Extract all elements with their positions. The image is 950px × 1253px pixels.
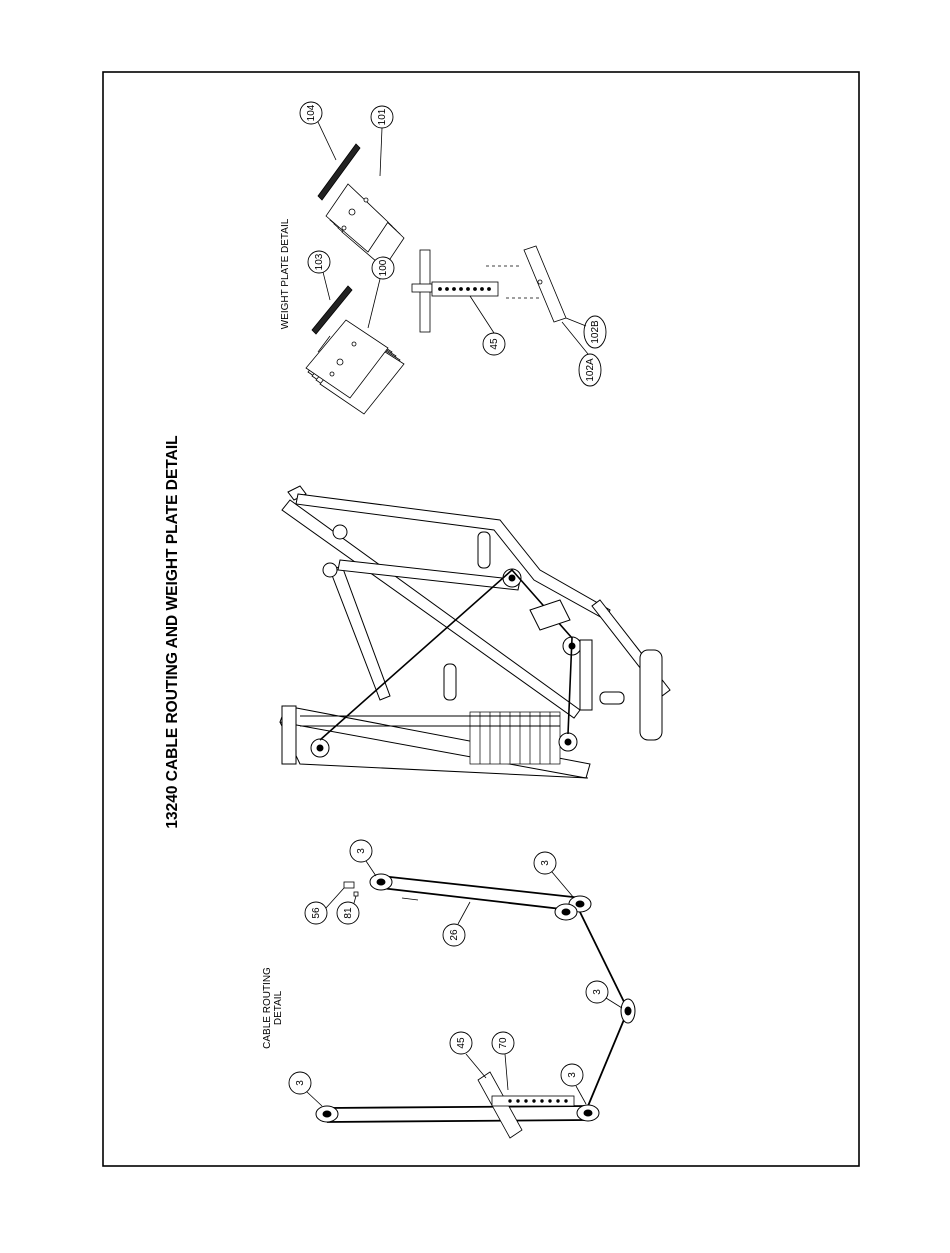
- callout-3-a: 3: [289, 1072, 322, 1106]
- callout-81: 81: [337, 896, 359, 924]
- svg-text:104: 104: [306, 104, 317, 121]
- callout-101: 101: [371, 106, 393, 176]
- callout-100: 100: [368, 257, 394, 328]
- svg-text:100: 100: [378, 259, 389, 276]
- weight-plate-detail: WEIGHT PLATE DETAIL: [280, 102, 606, 414]
- weight-plate-detail-label: WEIGHT PLATE DETAIL: [280, 218, 291, 329]
- cable-selector-stem: [478, 1072, 574, 1138]
- weight-stack-left: [306, 286, 404, 414]
- machine-illustration: [280, 486, 670, 778]
- svg-text:45: 45: [456, 1037, 467, 1049]
- svg-text:102B: 102B: [590, 320, 601, 344]
- cable-routing-label-line2: DETAIL: [273, 990, 284, 1025]
- callout-45-detail: 45: [470, 296, 505, 355]
- callout-103: 103: [308, 251, 330, 300]
- svg-text:45: 45: [489, 338, 500, 350]
- svg-text:3: 3: [592, 989, 603, 995]
- svg-text:70: 70: [498, 1037, 509, 1049]
- svg-text:26: 26: [449, 929, 460, 941]
- svg-text:56: 56: [311, 907, 322, 919]
- svg-text:102A: 102A: [585, 358, 596, 382]
- callout-102b: 102B: [566, 316, 606, 348]
- svg-text:3: 3: [540, 860, 551, 866]
- callout-104: 104: [300, 102, 336, 160]
- cable-routing-label-line1: CABLE ROUTING: [262, 967, 273, 1049]
- page-title: 13240 CABLE ROUTING AND WEIGHT PLATE DET…: [164, 435, 181, 828]
- callout-26: 26: [443, 902, 470, 946]
- svg-text:81: 81: [343, 907, 354, 919]
- cable-routing-detail: CABLE ROUTING DETAIL: [262, 840, 635, 1138]
- page-border: [103, 72, 859, 1166]
- svg-text:3: 3: [567, 1072, 578, 1078]
- svg-text:3: 3: [295, 1080, 306, 1086]
- svg-text:3: 3: [356, 848, 367, 854]
- cable-pulleys: [316, 874, 635, 1122]
- callout-3-d: 3: [534, 852, 574, 898]
- callout-3-e: 3: [350, 840, 376, 876]
- svg-text:103: 103: [314, 253, 325, 270]
- callout-45-cable: 45: [450, 1032, 486, 1078]
- cable-path: [327, 876, 628, 1122]
- svg-text:101: 101: [377, 108, 388, 125]
- weight-stack-right: [318, 144, 404, 268]
